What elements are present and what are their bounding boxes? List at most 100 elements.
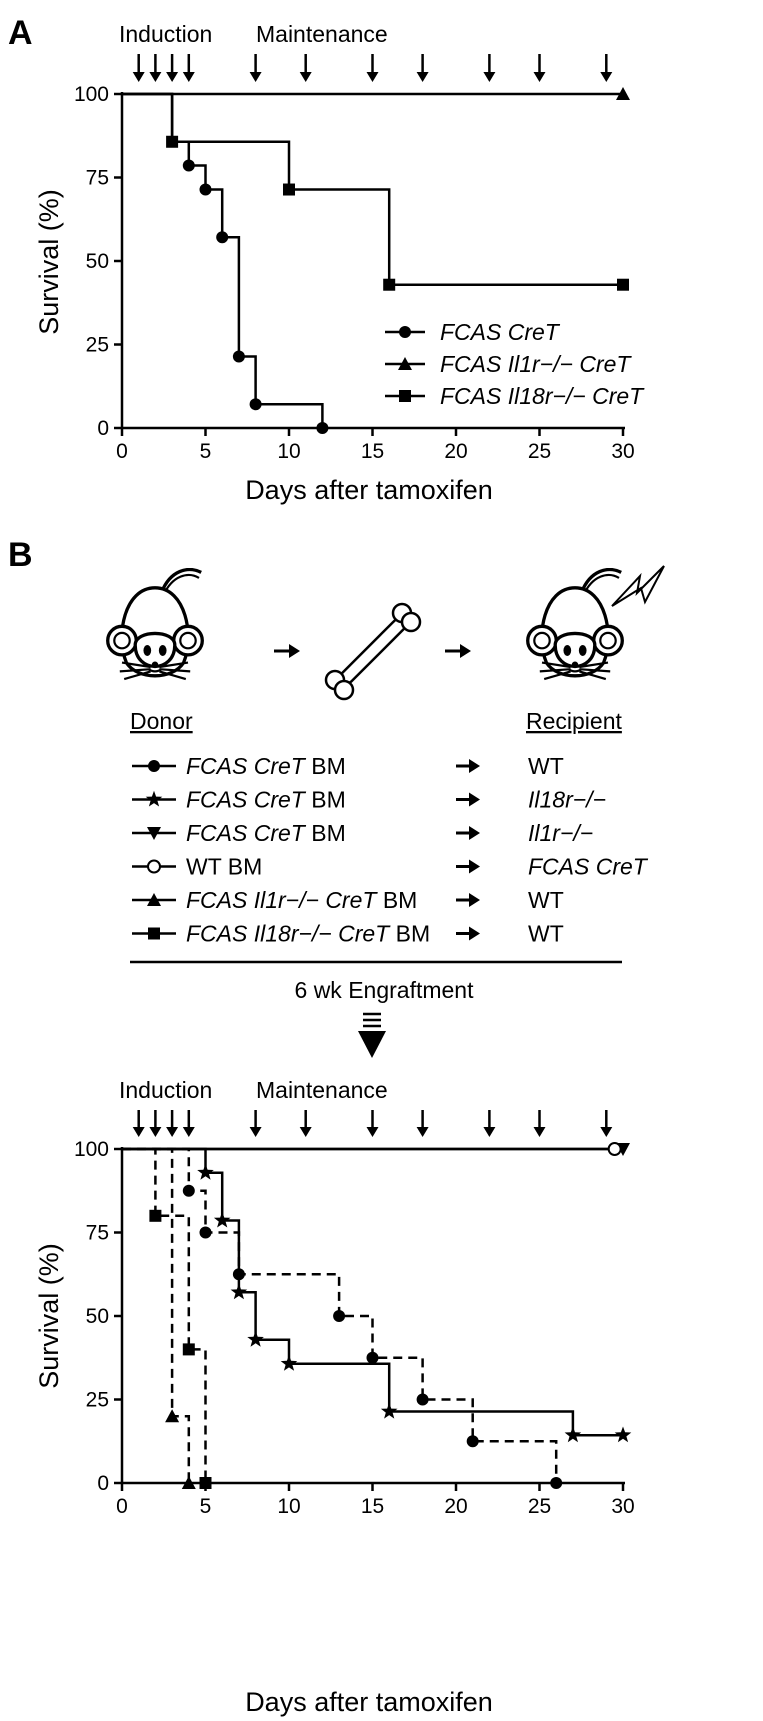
x-tick-label: 10 [277,440,300,463]
data-point-square [182,1343,195,1356]
donor-text: FCAS Il1r−/− CreT BM [186,887,417,913]
panel-b-letter: B [8,536,33,574]
dose-arrow-head [600,1127,613,1137]
data-point-star [213,1211,231,1228]
data-point-star [380,1402,398,1419]
data-point-circle [550,1477,563,1489]
data-point-circle [249,398,262,411]
panel-a-legend: FCAS CreT FCAS Il1r−/− CreT FCAS Il18r−/… [385,319,645,409]
data-point-square [199,1477,212,1489]
data-point-circle [316,422,329,434]
data-point-square [383,278,396,291]
series-line-star [122,1147,623,1437]
x-tick-label: 5 [200,1495,212,1518]
donor-label: Donor [130,708,193,734]
row-arrow-head [469,926,480,941]
donor-text: FCAS CreT BM [186,820,346,846]
data-point-circle [232,350,245,363]
arrow-right-icon [274,644,300,658]
donor-text: FCAS Il18r−/− CreT BM [186,921,430,947]
data-point-open-circle [147,859,161,874]
series-line-circle [122,92,324,428]
dose-arrow-head [182,1127,195,1137]
data-point-circle [366,1351,379,1364]
dose-arrow-head [533,1127,546,1137]
panel-a-induction-label: Induction [119,21,212,47]
data-point-star [145,790,163,807]
data-point-triangle-down [147,827,161,840]
dose-arrow-head [249,72,262,82]
recipient-text: WT [528,921,564,947]
panel-a-maintenance-label: Maintenance [256,21,388,47]
x-tick-label: 5 [200,440,212,463]
data-point-square [149,1209,162,1222]
legend-label: FCAS CreT [440,319,561,345]
donor-suffix: WT BM [186,854,262,880]
transplant-legend: FCAS CreT BM WT FCAS CreT BM Il18r−/− FCAS C… [132,753,649,947]
x-tick-label: 25 [528,440,551,463]
data-point-circle [148,760,160,772]
x-tick-label: 10 [277,1495,300,1518]
donor-suffix: BM [305,820,346,846]
row-arrow-head [469,893,480,907]
panel-a-dosing-arrows [132,54,613,82]
engraftment-label: 6 wk Engraftment [295,977,475,1003]
row-arrow-head [469,759,480,773]
x-tick-label: 20 [444,1495,467,1518]
data-point-circle [333,1310,346,1322]
panel-a-y-axis-title: Survival (%) [34,189,64,335]
lightning-icon [611,565,665,607]
recipient-plain: WT [528,921,564,947]
y-tick-label: 75 [86,1222,109,1245]
data-point-triangle-up [181,1476,196,1489]
y-tick-label: 0 [97,1472,109,1495]
recipient-text: WT [528,753,564,779]
dose-arrow-head [366,72,379,82]
dose-arrow-head [149,1127,162,1137]
y-tick-label: 50 [86,250,109,273]
bone-icon [324,602,422,701]
data-point-square [148,927,160,940]
x-tick-label: 30 [611,440,634,463]
donor-genotype: FCAS CreT [186,820,307,846]
x-tick-label: 25 [528,1495,551,1518]
x-tick-label: 0 [116,440,128,463]
recipient-plain: WT [528,753,564,779]
dose-arrow-head [533,72,546,82]
data-point-star [280,1355,298,1371]
data-point-circle [182,159,195,172]
recipient-text: Il18r−/− [528,787,606,813]
donor-suffix: BM [305,787,346,813]
recipient-text: FCAS CreT [528,854,649,880]
data-point-star [247,1331,264,1347]
data-point-square [617,278,629,291]
data-point-circle [182,1184,195,1197]
y-tick-label: 25 [86,1389,109,1412]
data-point-circle [416,1393,429,1406]
donor-text: WT BM [186,854,262,880]
donor-suffix: BM [305,753,346,779]
data-point-triangle-up [616,87,630,100]
row-arrow-head [469,792,480,807]
panel-b-maintenance-label: Maintenance [256,1077,388,1103]
recipient-mouse-icon [526,568,624,681]
dose-arrow-head [366,1127,379,1137]
panel-b-dosing-arrows [132,1110,613,1137]
x-tick-label: 15 [361,440,384,463]
legend-label: FCAS Il1r−/− CreT [440,351,632,377]
legend-triangle-marker [398,357,412,370]
recipient-label: Recipient [526,708,622,734]
data-point-circle [199,183,212,196]
panel-b-x-axis-title: Days after tamoxifen [245,1687,493,1717]
x-tick-label: 30 [611,1495,634,1518]
y-tick-label: 75 [86,167,109,190]
y-tick-label: 25 [86,334,109,357]
data-point-star [564,1426,582,1443]
dose-arrow-head [299,72,312,82]
recipient-genotype: FCAS CreT [528,854,649,880]
y-tick-label: 50 [86,1305,109,1328]
recipient-genotype: Il18r−/− [528,787,606,813]
